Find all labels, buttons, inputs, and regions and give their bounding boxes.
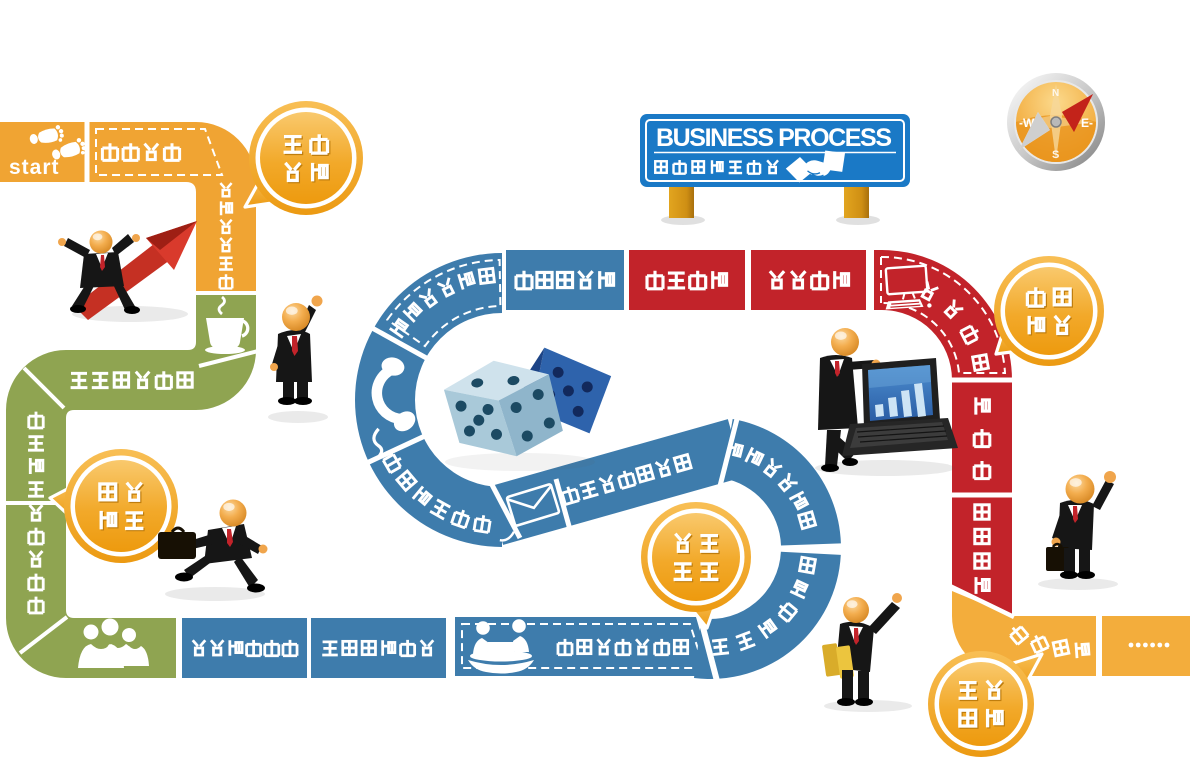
svg-text:N: N [1052, 88, 1059, 99]
svg-text:S: S [1052, 149, 1059, 161]
svg-text:start: start [9, 156, 60, 179]
svg-text:BUSINESS PROCESS: BUSINESS PROCESS [656, 124, 892, 152]
svg-text:E-: E- [1081, 116, 1093, 130]
